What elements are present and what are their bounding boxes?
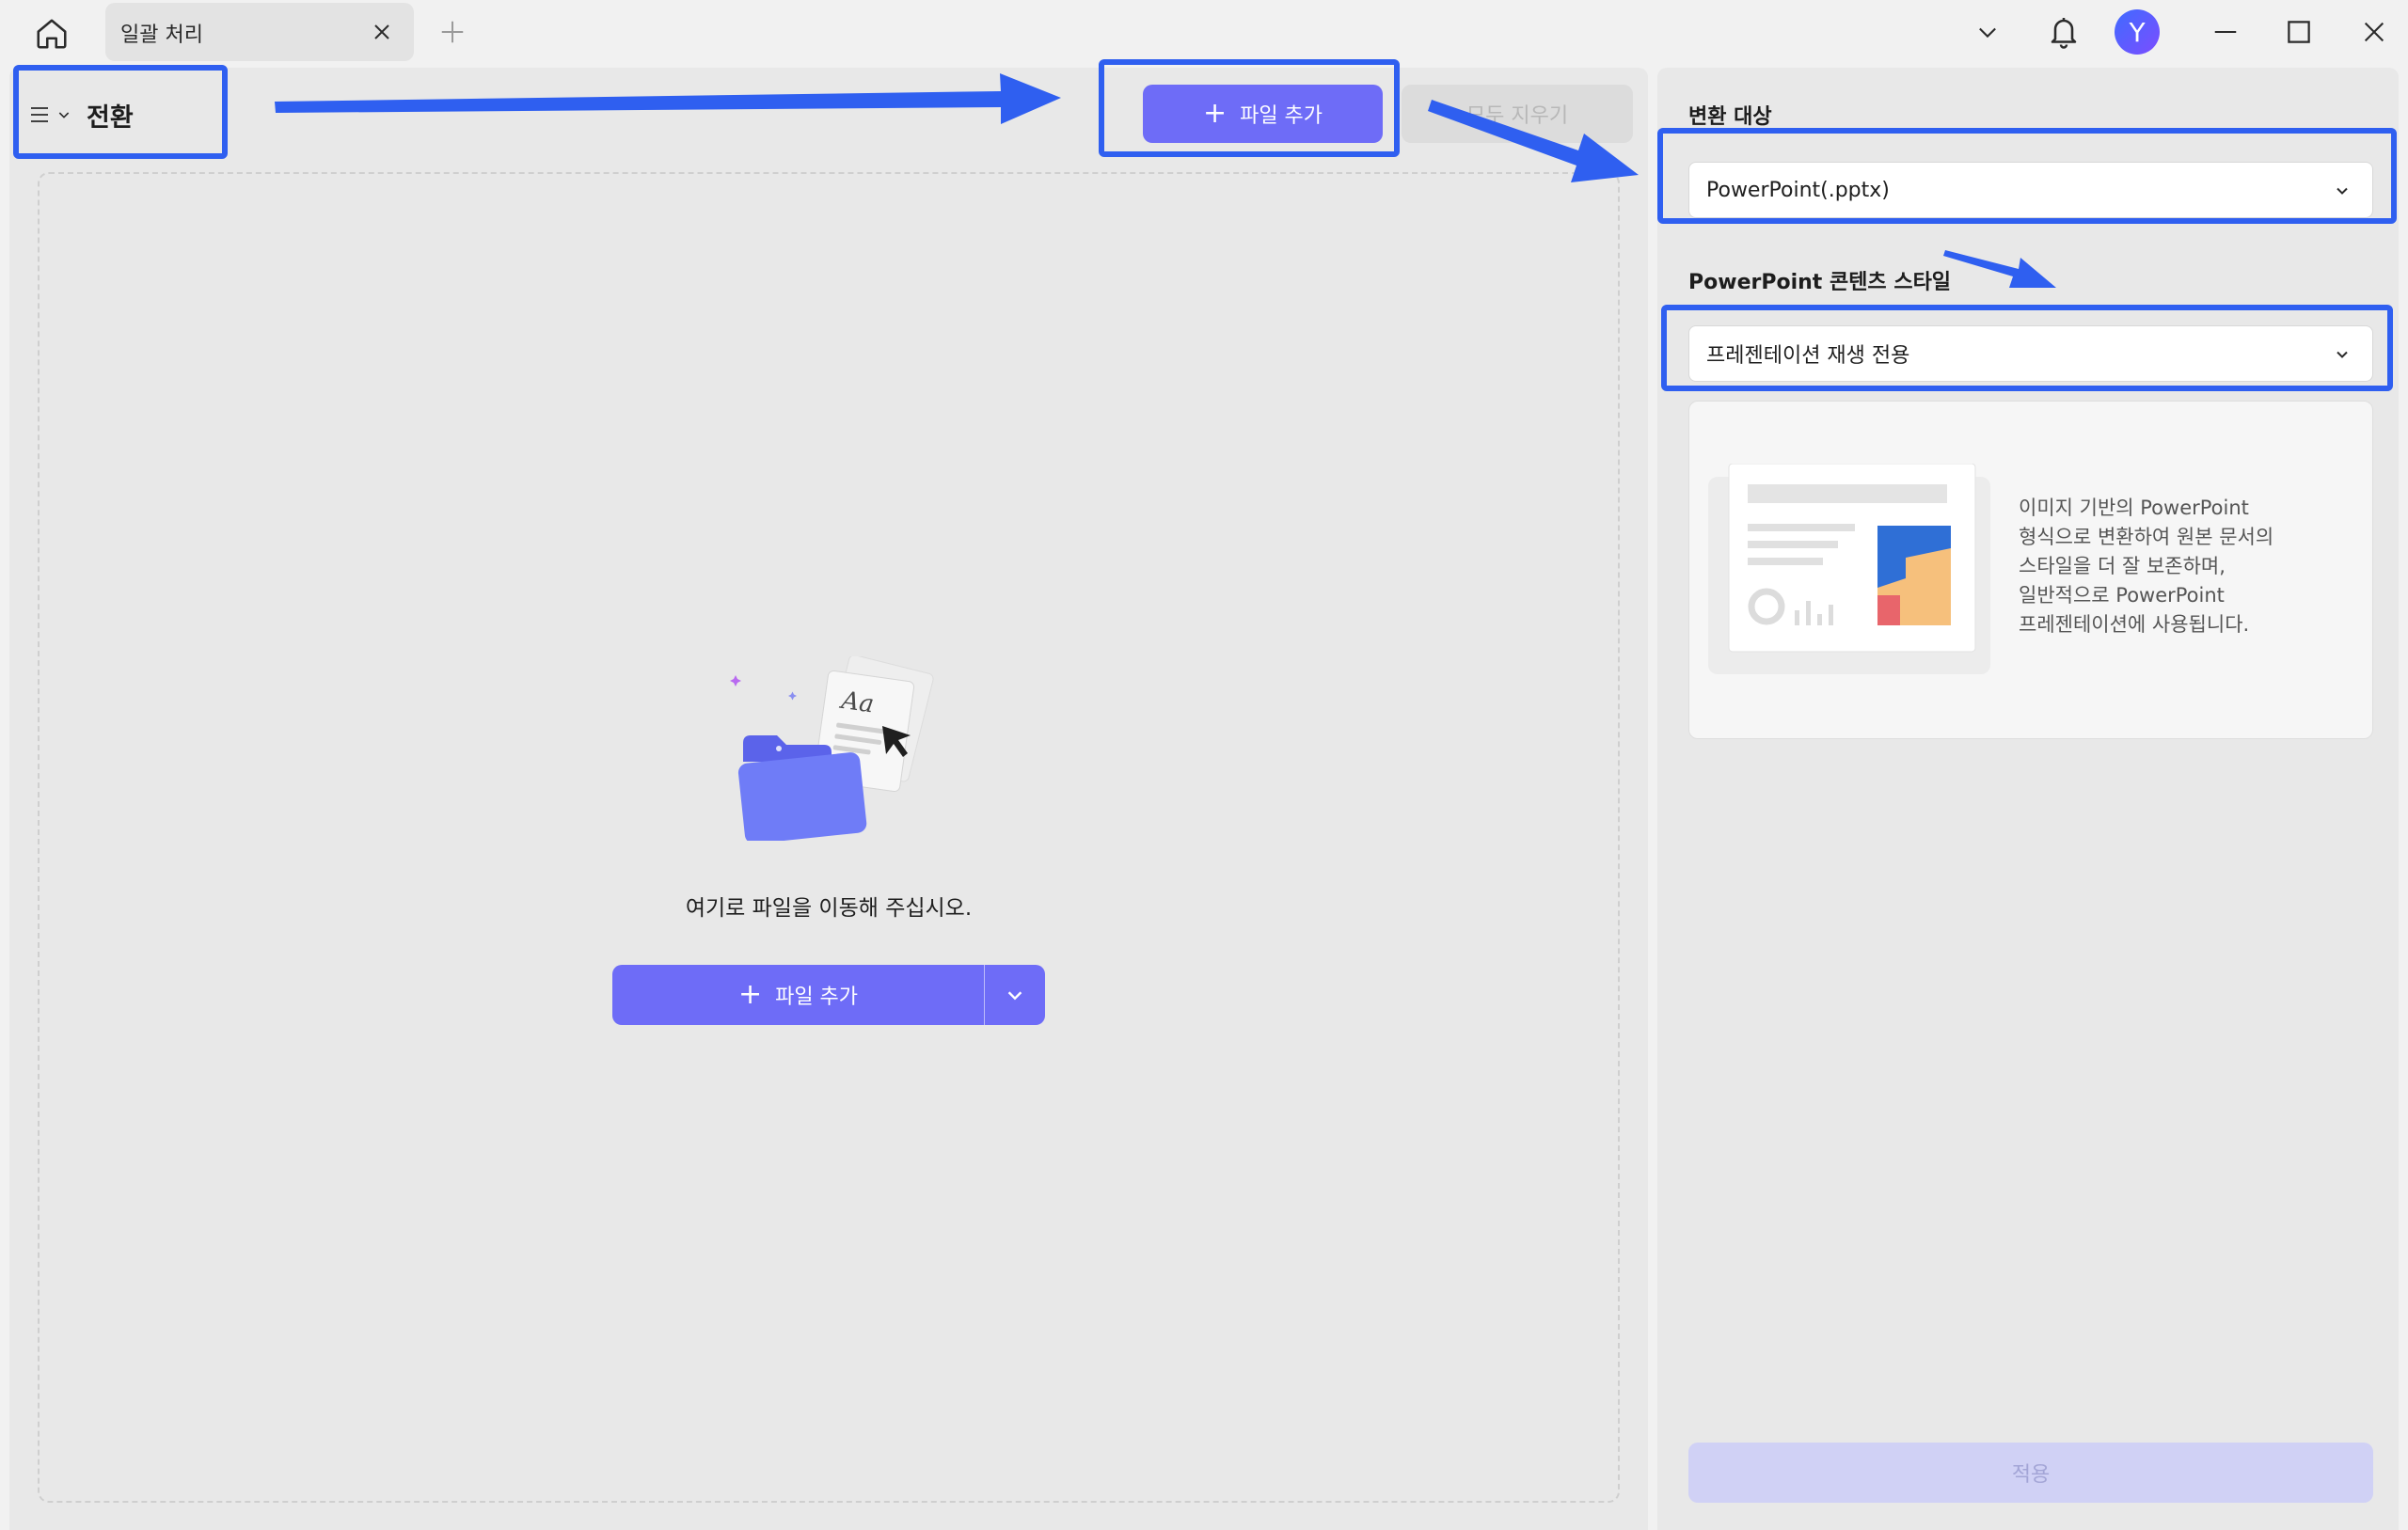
plus-icon: +	[737, 978, 763, 1011]
content-style-select[interactable]: 프레젠테이션 재생 전용	[1688, 325, 2373, 382]
bell-icon	[2051, 18, 2077, 49]
target-format-select[interactable]: PowerPoint(.pptx)	[1688, 162, 2373, 218]
folder-files-illustration: Aa	[730, 656, 934, 841]
add-file-label: 파일 추가	[775, 986, 859, 1009]
add-file-button[interactable]: + 파일 추가	[612, 965, 984, 1025]
tab-list-button[interactable]	[1971, 15, 2004, 49]
content-style-label: PowerPoint 콘텐츠 스타일	[1688, 271, 1952, 294]
drop-hint-text: 여기로 파일을 이동해 주십시오.	[685, 896, 973, 921]
add-file-button-top[interactable]: + 파일 추가	[1143, 85, 1383, 143]
highlight-content-style	[1661, 305, 2393, 391]
plus-icon: +	[1202, 97, 1228, 130]
file-drop-zone[interactable]	[38, 172, 1620, 1503]
style-preview-card: 이미지 기반의 PowerPoint 형식으로 변환하여 원본 문서의 스타일을…	[1688, 401, 2373, 739]
notification-button[interactable]	[2045, 11, 2083, 53]
mode-label: 전환	[87, 103, 134, 133]
minimize-button[interactable]	[2209, 15, 2242, 49]
chevron-down-icon	[1979, 27, 1996, 39]
home-button[interactable]	[30, 12, 73, 55]
minimize-icon	[2214, 31, 2237, 33]
chevron-down-icon	[2337, 351, 2348, 358]
tab-label: 일괄 처리	[120, 24, 203, 47]
close-icon[interactable]	[371, 21, 393, 43]
target-format-label: 변환 대상	[1688, 105, 1772, 129]
tab-batch[interactable]: 일괄 처리	[105, 3, 414, 61]
add-file-label: 파일 추가	[1240, 104, 1323, 128]
split-divider	[984, 965, 985, 1025]
slide-preview-illustration	[1708, 464, 1990, 674]
mode-menu-button[interactable]: 전환	[28, 98, 134, 133]
add-file-split-button[interactable]: + 파일 추가	[612, 965, 1045, 1025]
apply-label: 적용	[2011, 1463, 2051, 1487]
home-icon	[37, 19, 67, 49]
new-tab-button[interactable]	[438, 18, 467, 46]
hamburger-icon	[31, 107, 48, 122]
add-file-dropdown-button[interactable]	[985, 965, 1045, 1025]
close-icon	[2364, 22, 2384, 42]
avatar[interactable]: Y	[2115, 9, 2160, 55]
clear-all-label: 모두 지우기	[1465, 104, 1569, 128]
close-window-button[interactable]	[2357, 15, 2391, 49]
chevron-down-icon	[1007, 991, 1022, 1001]
target-format-value: PowerPoint(.pptx)	[1706, 178, 1890, 202]
chevron-down-icon	[58, 112, 70, 118]
maximize-icon	[2288, 21, 2310, 43]
highlight-add-file	[1099, 59, 1400, 157]
svg-text:Aa: Aa	[838, 686, 876, 719]
style-description: 이미지 기반의 PowerPoint 형식으로 변환하여 원본 문서의 스타일을…	[2019, 497, 2274, 636]
settings-panel	[1657, 68, 2399, 1530]
clear-all-button[interactable]: 모두 지우기	[1402, 85, 1633, 143]
chevron-down-icon	[2337, 187, 2348, 195]
title-bar: 일괄 처리 Y	[0, 0, 2408, 66]
highlight-mode-menu	[13, 65, 228, 159]
apply-button[interactable]: 적용	[1688, 1443, 2373, 1503]
content-style-value: 프레젠테이션 재생 전용	[1706, 344, 1910, 368]
highlight-target-format	[1657, 128, 2397, 224]
maximize-button[interactable]	[2282, 15, 2316, 49]
